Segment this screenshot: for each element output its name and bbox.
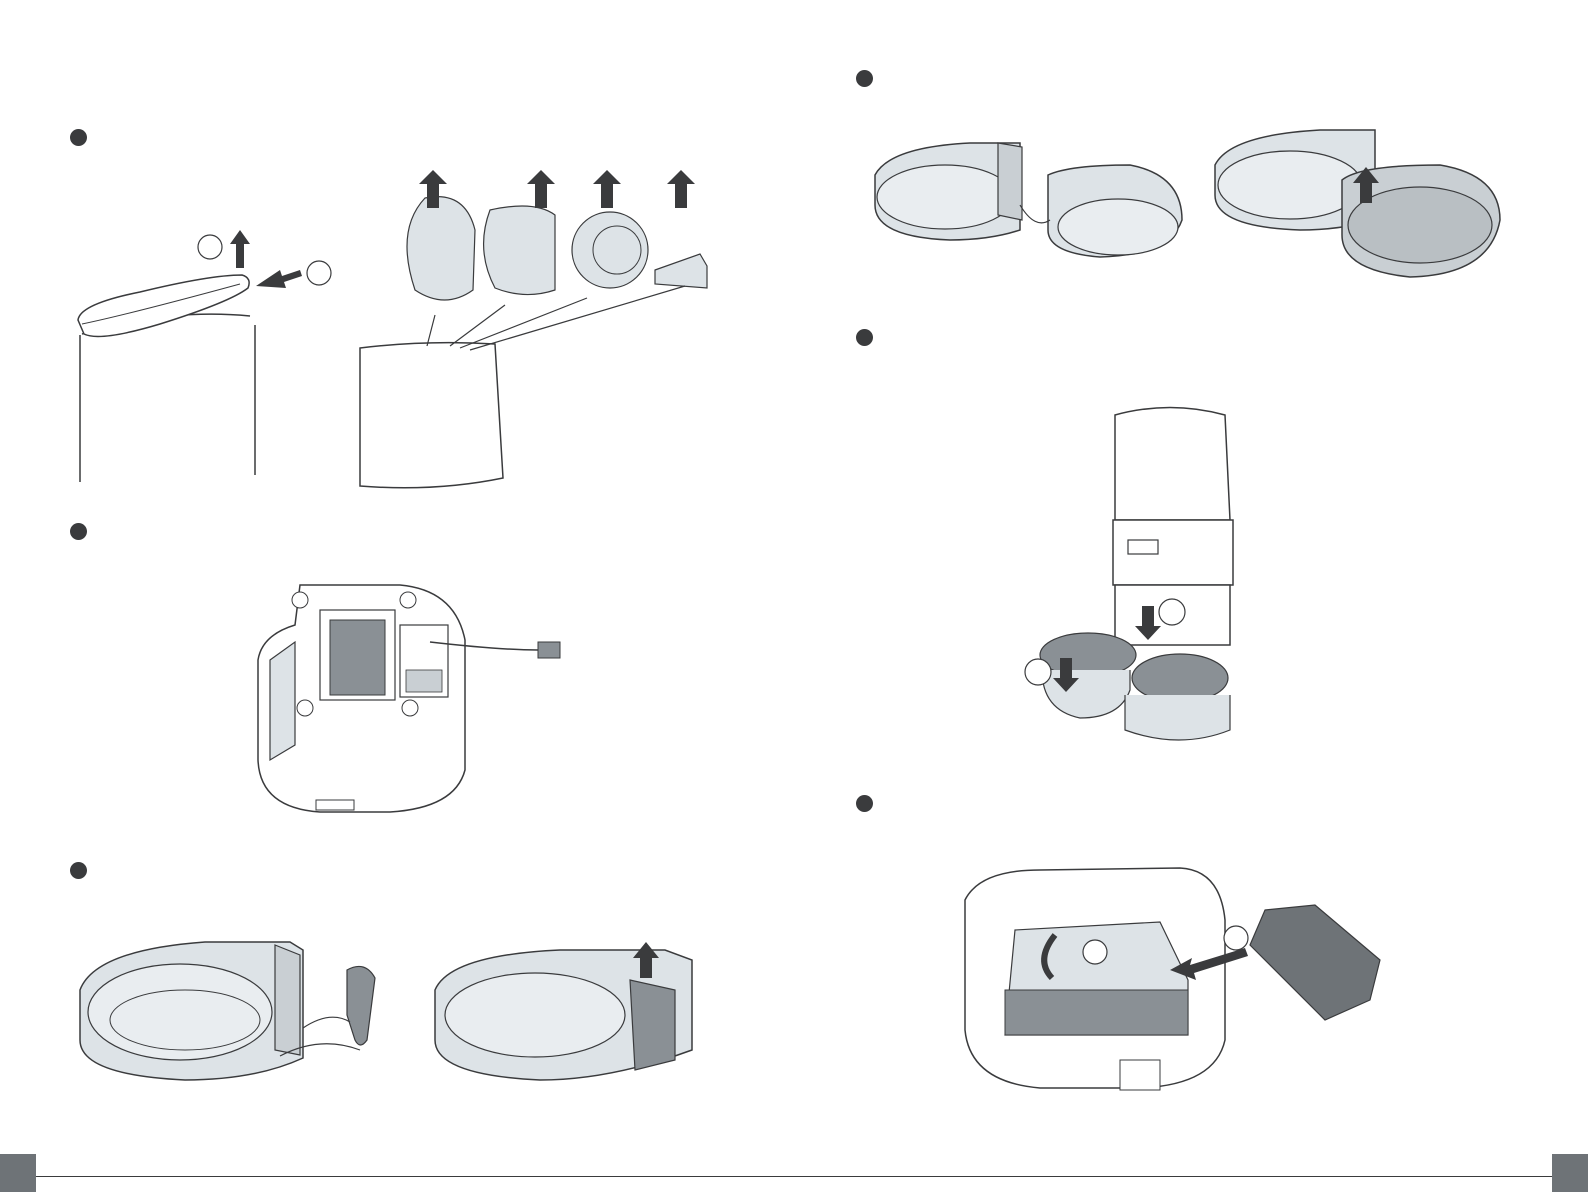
step-bullet-4 [856, 70, 873, 87]
step-bullet-5 [856, 329, 873, 346]
bowl-plate-attach-illustration [75, 930, 405, 1090]
left-page-corner-tab [0, 1154, 36, 1192]
parts-removal-illustration [355, 170, 725, 495]
page-bottom-rule [0, 1176, 1588, 1177]
bowl-lifted-illustration [1210, 125, 1505, 285]
lid-removal-illustration [70, 220, 360, 490]
battery-compartment-illustration [240, 580, 600, 820]
step-bullet-3 [70, 862, 87, 879]
bowl-plate-attached-illustration [430, 940, 720, 1090]
feeder-bowl-install-illustration [1020, 400, 1250, 755]
step-bullet-6 [856, 795, 873, 812]
detach-bowl-illustration [870, 135, 1190, 265]
right-page-corner-tab [1552, 1154, 1588, 1192]
step-bullet-1 [70, 129, 87, 146]
step-bullet-2 [70, 523, 87, 540]
desiccant-replace-illustration [960, 860, 1390, 1100]
